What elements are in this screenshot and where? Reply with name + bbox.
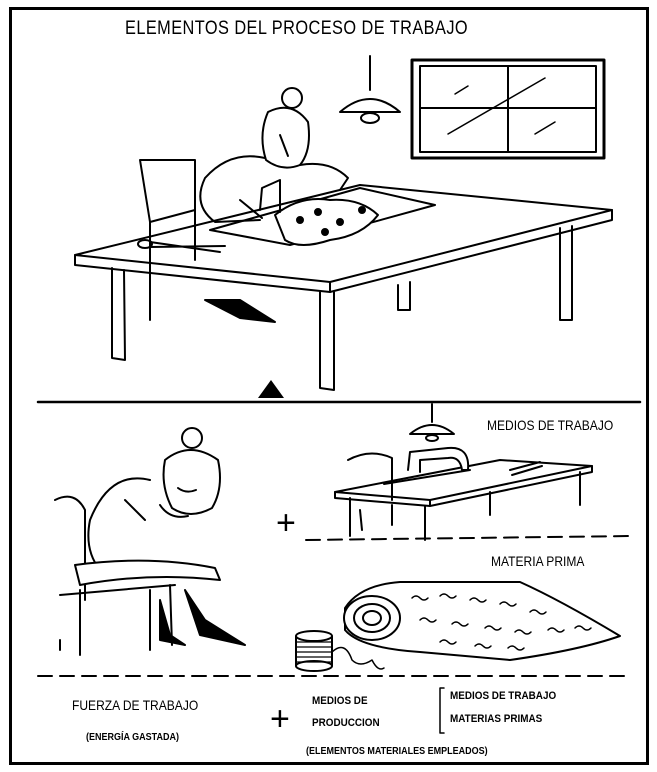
label-bracket-materias-primas: MATERIAS PRIMAS: [450, 713, 542, 725]
window-icon: [412, 60, 604, 158]
label-medios-de: MEDIOS DE: [312, 695, 368, 707]
hanging-lamp-top-icon: [340, 56, 400, 123]
plus-sign-2: +: [270, 702, 290, 736]
label-fuerza-de-trabajo: FUERZA DE TRABAJO: [72, 697, 198, 713]
bracket-icon: [440, 688, 444, 733]
dashed-separator-1: [306, 536, 632, 540]
page-title: ELEMENTOS DEL PROCESO DE TRABAJO: [125, 18, 468, 40]
hanging-lamp-small-icon: [410, 404, 454, 441]
label-elementos-materiales: (ELEMENTOS MATERIALES EMPLEADOS): [306, 746, 488, 757]
resting-woman-icon: [55, 428, 245, 655]
sewing-machine-table-icon: [335, 448, 592, 540]
label-energia-gastada: (ENERGÍA GASTADA): [86, 732, 179, 743]
plus-sign-1: +: [276, 506, 296, 540]
label-materia-prima: MATERIA PRIMA: [491, 553, 584, 569]
up-arrow-icon: [258, 380, 284, 398]
label-medios-de-trabajo: MEDIOS DE TRABAJO: [487, 417, 613, 433]
cloth-roll-icon: [344, 582, 620, 660]
label-produccion: PRODUCCION: [312, 717, 380, 729]
label-bracket-medios-de-trabajo: MEDIOS DE TRABAJO: [450, 690, 556, 702]
